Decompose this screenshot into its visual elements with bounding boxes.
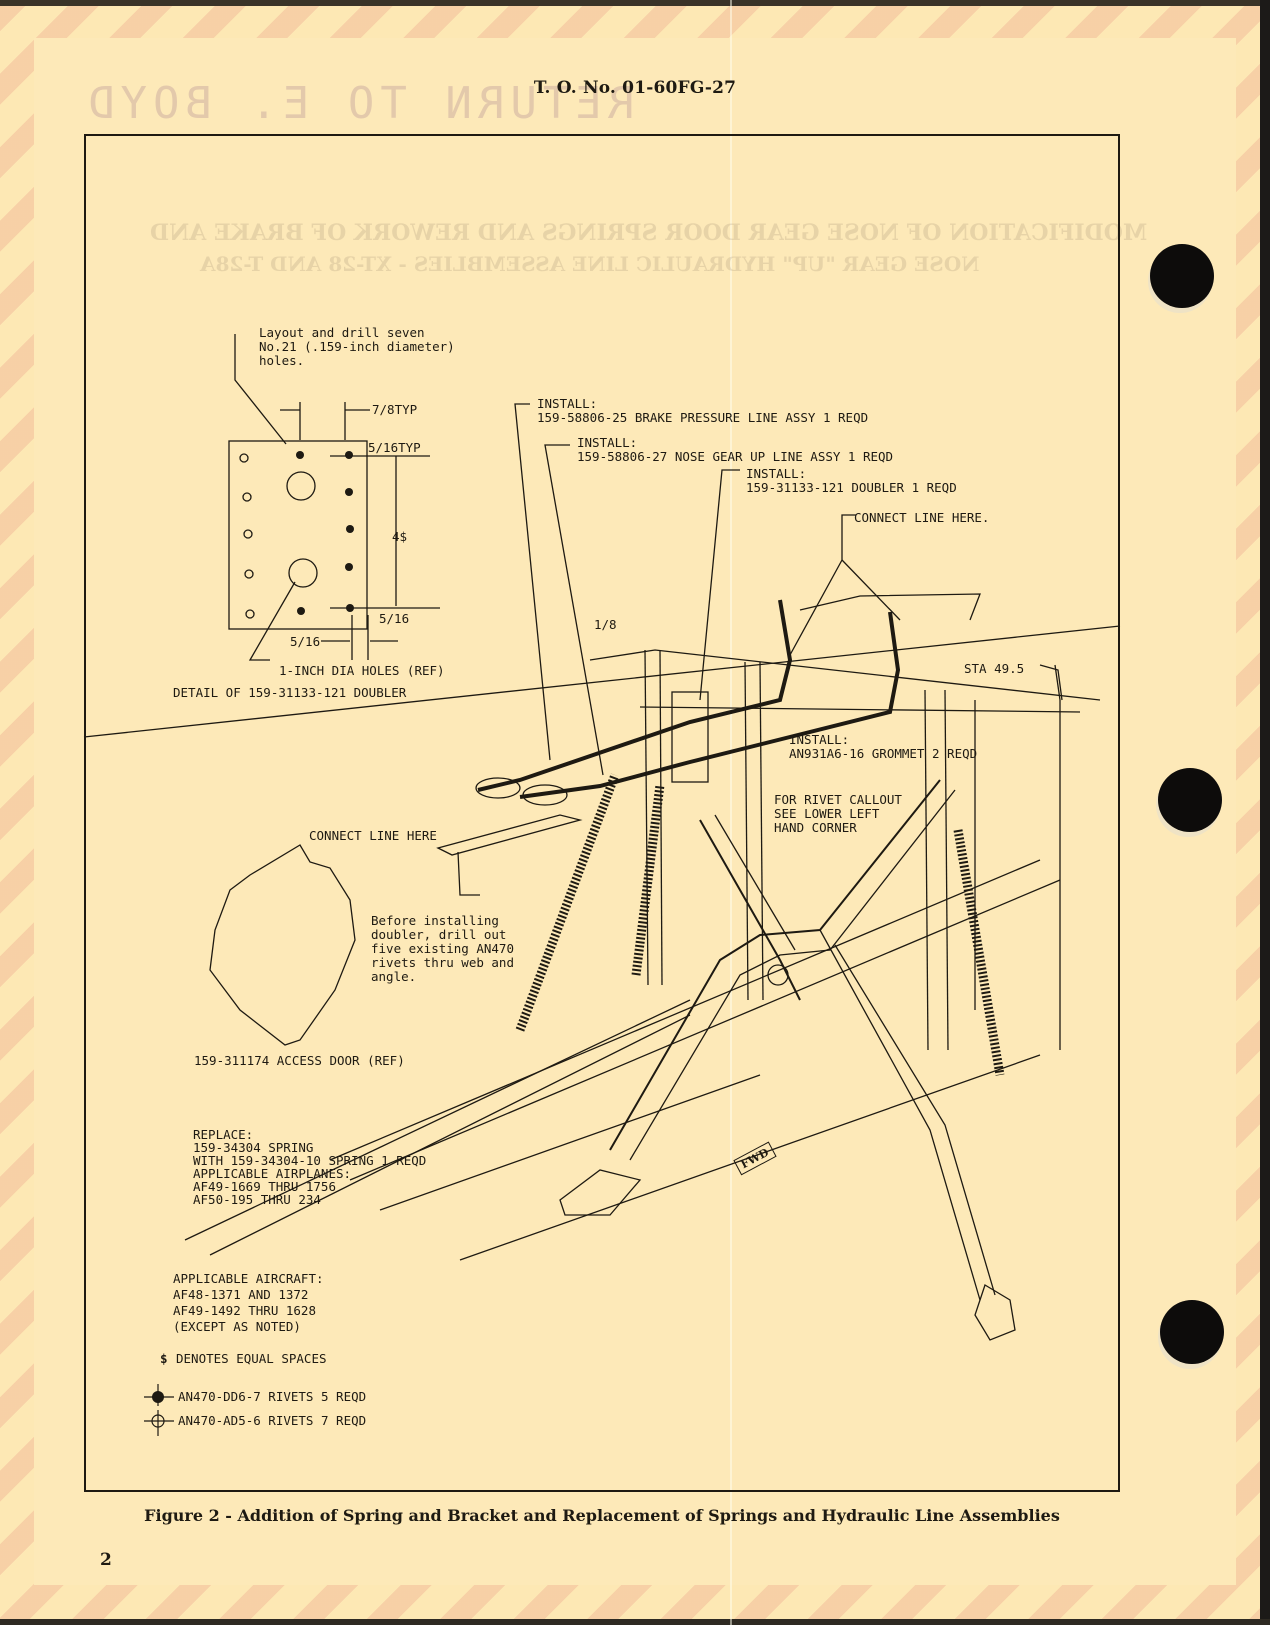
station-label: STA 49.5 <box>964 661 1025 676</box>
replace-spring-2: 159-34304 SPRING <box>193 1140 314 1155</box>
dimension-5-16-bottom: 5/16 <box>290 634 321 649</box>
binder-hole <box>1160 1300 1224 1364</box>
grommet-callout-2: AN931A6-16 GROMMET 2 REQD <box>789 746 978 761</box>
connect-line-lower: CONNECT LINE HERE <box>309 828 437 843</box>
dimension-5-16-right: 5/16 <box>379 611 410 626</box>
dimension-equal-spaces: 4$ <box>392 529 408 544</box>
access-door-label: 159-311174 ACCESS DOOR (REF) <box>194 1053 405 1068</box>
connect-line-upper: CONNECT LINE HERE. <box>854 510 990 525</box>
drill-note-line-3: holes. <box>259 353 305 368</box>
scan-edge-bottom <box>0 1619 1270 1625</box>
dimension-7-8-typ: 7/8TYP <box>372 402 418 417</box>
rivet-callout-2: SEE LOWER LEFT <box>774 806 880 821</box>
figure-caption: Figure 2 - Addition of Spring and Bracke… <box>144 1506 1060 1525</box>
replace-spring-6: AF50-195 THRU 234 <box>193 1192 321 1207</box>
drill-note-line-2: No.21 (.159-inch diameter) <box>259 339 455 354</box>
holes-note: 1-INCH DIA HOLES (REF) <box>279 663 445 678</box>
brake-line-callout-1: INSTALL: <box>537 396 598 411</box>
dimension-1-8: 1/8 <box>594 617 617 632</box>
filled-rivet-icon <box>144 1384 174 1406</box>
open-rivet-icon <box>144 1410 174 1436</box>
drill-out-note-5: angle. <box>371 969 417 984</box>
rivet-callout-3: HAND CORNER <box>774 820 857 835</box>
nose-gear-line-callout-1: INSTALL: <box>577 435 638 450</box>
equal-spaces-symbol: $ <box>160 1351 168 1366</box>
document-number: T. O. No. 01-60FG-27 <box>533 78 737 98</box>
page-number: 2 <box>100 1550 112 1570</box>
applicable-aircraft-2: AF48-1371 AND 1372 <box>173 1287 309 1302</box>
drill-out-note-4: rivets thru web and <box>371 955 514 970</box>
detail-title: DETAIL OF 159-31133-121 DOUBLER <box>173 685 407 700</box>
rivet-symbols <box>144 1384 174 1436</box>
replace-spring-5: AF49-1669 THRU 1756 <box>193 1179 336 1194</box>
replace-spring-1: REPLACE: <box>193 1127 254 1142</box>
doubler-callout-2: 159-31133-121 DOUBLER 1 REQD <box>746 480 957 495</box>
applicable-aircraft-1: APPLICABLE AIRCRAFT: <box>173 1271 324 1286</box>
legend-filled-rivet: AN470-DD6-7 RIVETS 5 REQD <box>178 1389 367 1404</box>
page-paper <box>34 38 1236 1585</box>
doubler-callout-1: INSTALL: <box>746 466 807 481</box>
replace-spring-3: WITH 159-34304-10 SPRING 1 REQD <box>193 1153 427 1168</box>
grommet-callout-1: INSTALL: <box>789 732 850 747</box>
rivet-callout-1: FOR RIVET CALLOUT <box>774 792 902 807</box>
legend-open-rivet: AN470-AD5-6 RIVETS 7 REQD <box>178 1413 367 1428</box>
figure-frame <box>84 134 1120 1492</box>
drill-out-note-1: Before installing <box>371 913 499 928</box>
drill-out-note-2: doubler, drill out <box>371 927 507 942</box>
applicable-aircraft-3: AF49-1492 THRU 1628 <box>173 1303 316 1318</box>
drill-note-line-1: Layout and drill seven <box>259 325 425 340</box>
replace-spring-4: APPLICABLE AIRPLANES: <box>193 1166 352 1181</box>
dimension-5-16-typ: 5/16TYP <box>368 440 421 455</box>
binder-hole <box>1150 244 1214 308</box>
doubler-detail <box>83 334 1121 738</box>
applicable-aircraft-4: (EXCEPT AS NOTED) <box>173 1319 301 1334</box>
brake-line-callout-2: 159-58806-25 BRAKE PRESSURE LINE ASSY 1 … <box>537 410 869 425</box>
nose-gear-line-callout-2: 159-58806-27 NOSE GEAR UP LINE ASSY 1 RE… <box>577 449 894 464</box>
binder-hole <box>1158 768 1222 832</box>
equal-spaces-note: DENOTES EQUAL SPACES <box>176 1351 327 1366</box>
page-fold <box>730 0 732 1625</box>
drill-out-note-3: five existing AN470 <box>371 941 514 956</box>
scan-edge-top <box>0 0 1270 6</box>
scan-edge-right <box>1260 0 1270 1625</box>
